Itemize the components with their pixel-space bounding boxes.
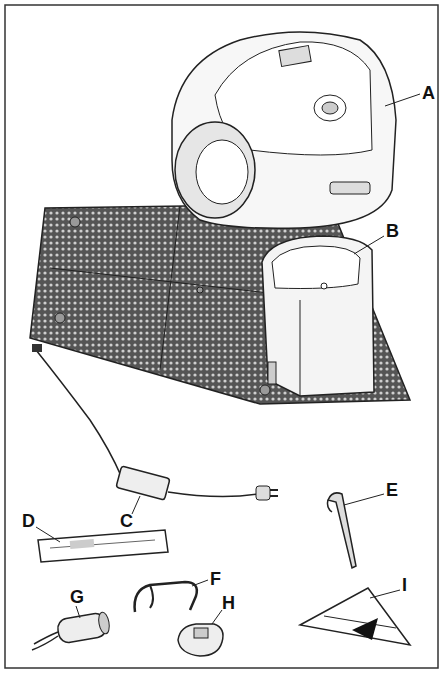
charging-station [262, 236, 374, 396]
power-supply [32, 344, 278, 514]
robot-mower [172, 32, 420, 228]
callout-letter: A [422, 84, 435, 102]
cable-connector [178, 610, 223, 656]
callout-letter: C [120, 512, 133, 530]
callout-letter: G [70, 588, 84, 606]
fixing-peg [328, 493, 385, 568]
callout-letter: E [386, 481, 398, 499]
marker-sign [300, 588, 410, 645]
frame [5, 5, 438, 668]
connector-cylinder [32, 606, 111, 650]
callout-letter: I [402, 576, 407, 594]
callout-letter: H [222, 594, 235, 612]
callout-letter: B [386, 222, 399, 240]
wire-hook [135, 580, 208, 612]
gauge-card [36, 527, 168, 562]
callout-letter: F [210, 570, 221, 588]
callout-letter: D [22, 512, 35, 530]
docking-plate [30, 204, 410, 404]
